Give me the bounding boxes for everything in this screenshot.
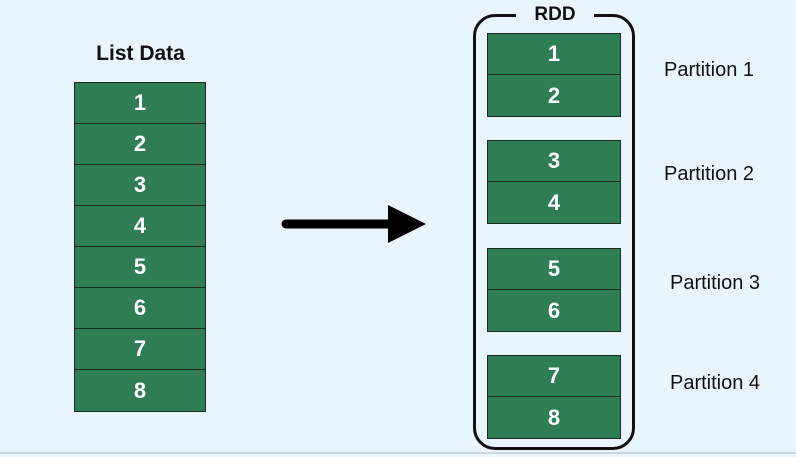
partition-item: 4	[488, 182, 620, 223]
list-item: 3	[75, 165, 205, 206]
rdd-title: RDD	[516, 4, 594, 26]
list-item: 7	[75, 329, 205, 370]
partition-1-label: Partition 1	[664, 59, 755, 81]
list-item: 1	[75, 83, 205, 124]
list-item: 8	[75, 370, 205, 411]
partition-item: 6	[488, 290, 620, 331]
partition-item: 3	[488, 141, 620, 182]
list-data-column: 1 2 3 4 5 6 7 8	[74, 82, 206, 412]
list-data-title: List Data	[96, 42, 185, 65]
partition-3-label: Partition 3	[670, 272, 761, 294]
partition-2-label: Partition 2	[664, 163, 755, 185]
partition-item: 2	[488, 75, 620, 116]
partition-2-block: 3 4	[487, 140, 621, 224]
partition-1-block: 1 2	[487, 33, 621, 117]
list-item: 4	[75, 206, 205, 247]
partition-4-label: Partition 4	[670, 372, 761, 394]
partition-item: 5	[488, 249, 620, 290]
partition-item: 1	[488, 34, 620, 75]
partition-3-block: 5 6	[487, 248, 621, 332]
partition-4-block: 7 8	[487, 355, 621, 439]
bottom-divider	[0, 452, 796, 454]
arrow-right-icon	[280, 202, 430, 251]
partition-item: 7	[488, 356, 620, 397]
partition-item: 8	[488, 397, 620, 438]
list-item: 6	[75, 288, 205, 329]
list-item: 2	[75, 124, 205, 165]
list-item: 5	[75, 247, 205, 288]
